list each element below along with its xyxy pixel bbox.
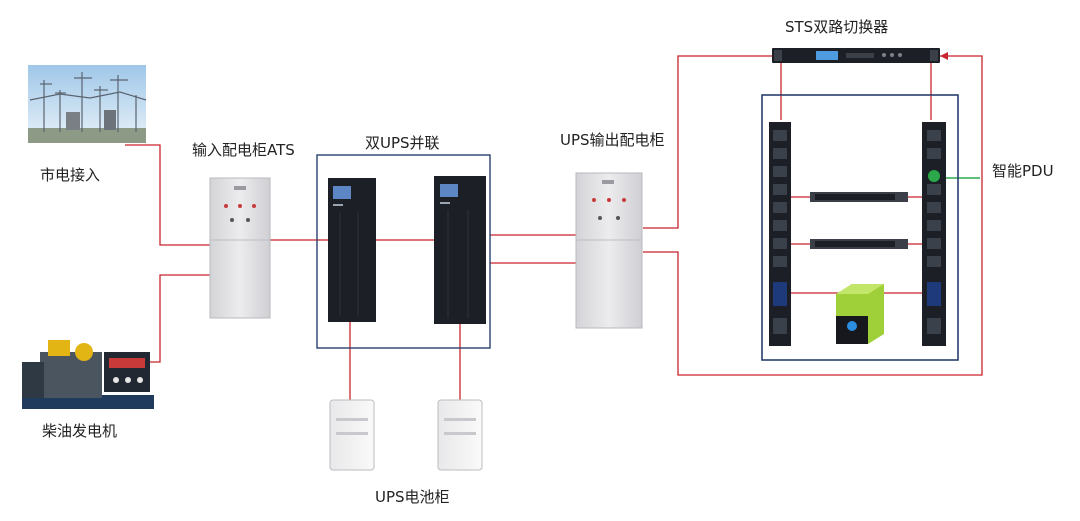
- sts-switch-image: [772, 48, 940, 63]
- sts-input-arrow-icon: [940, 52, 948, 60]
- mains-label: 市电接入: [40, 166, 100, 184]
- ups-output-label: UPS输出配电柜: [560, 131, 665, 149]
- pdu-label: 智能PDU: [992, 162, 1054, 180]
- battery-cabinet-2-image: [437, 399, 483, 471]
- sts-label: STS双路切换器: [785, 18, 888, 36]
- diesel-generator-image: [22, 340, 154, 409]
- battery-cabinet-1-image: [329, 399, 375, 471]
- wire-output-bypass-to-sts: [643, 55, 983, 376]
- rack-frame: [761, 94, 959, 361]
- left-pdu-image: [769, 122, 791, 346]
- ups-unit-2-image: [434, 176, 486, 324]
- generator-label: 柴油发电机: [42, 422, 117, 440]
- network-switch-2-image: [810, 239, 908, 249]
- ats-cabinet-image: [209, 177, 271, 319]
- ups-parallel-frame: [316, 154, 491, 349]
- ups-unit-1-image: [328, 178, 376, 322]
- wire-output-to-sts: [643, 55, 772, 229]
- battery-label: UPS电池柜: [375, 488, 450, 506]
- network-switch-1-image: [810, 192, 908, 202]
- ups-parallel-label: 双UPS并联: [365, 134, 440, 152]
- wire-generator-to-ats: [140, 274, 210, 363]
- ats-label: 输入配电柜ATS: [192, 141, 295, 159]
- wire-mains-to-ats: [125, 144, 210, 246]
- core-switch-image: [836, 284, 884, 344]
- ups-output-cabinet-image: [575, 172, 643, 329]
- right-pdu-image: [922, 122, 946, 346]
- mains-substation-image: [28, 65, 147, 143]
